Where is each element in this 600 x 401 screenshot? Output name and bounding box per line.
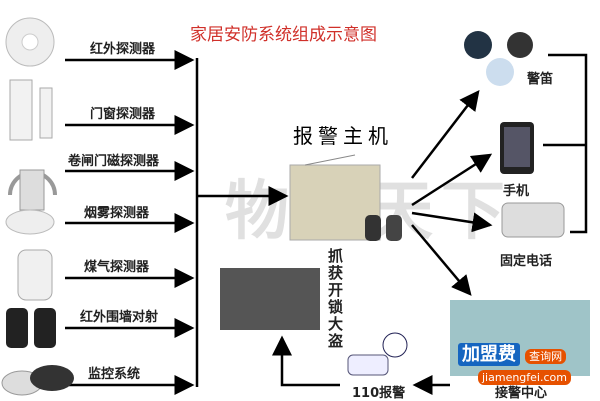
diagram-title: 家居安防系统组成示意图 — [190, 25, 377, 45]
watermark-logo: 加盟费 查询网 jiamengfei.com — [458, 340, 600, 385]
landline-label: 固定电话 — [500, 254, 553, 269]
logo-url: jiamengfei.com — [478, 370, 571, 385]
logo-tag: 查询网 — [525, 349, 567, 364]
detector-label: 煤气探测器 — [84, 260, 150, 275]
detector-label: 门窗探测器 — [90, 107, 156, 122]
police-label: 110报警 — [352, 386, 406, 401]
logo-text: 加盟费 — [458, 343, 520, 366]
center-label: 接警中心 — [495, 386, 548, 401]
device-images — [220, 31, 590, 376]
detector-label: 红外围墙对射 — [80, 310, 159, 325]
caught-label: 抓获开锁大盗 — [326, 248, 344, 350]
detector-icons — [1, 17, 74, 396]
detector-label: 监控系统 — [88, 367, 141, 382]
siren-label: 警笛 — [527, 72, 554, 87]
detector-label: 烟雾探测器 — [84, 206, 150, 221]
detector-label: 卷闸门磁探测器 — [68, 154, 160, 169]
detector-label: 红外探测器 — [90, 42, 156, 57]
mobile-label: 手机 — [503, 184, 530, 199]
main-unit-label: 报警主机 — [293, 124, 393, 148]
